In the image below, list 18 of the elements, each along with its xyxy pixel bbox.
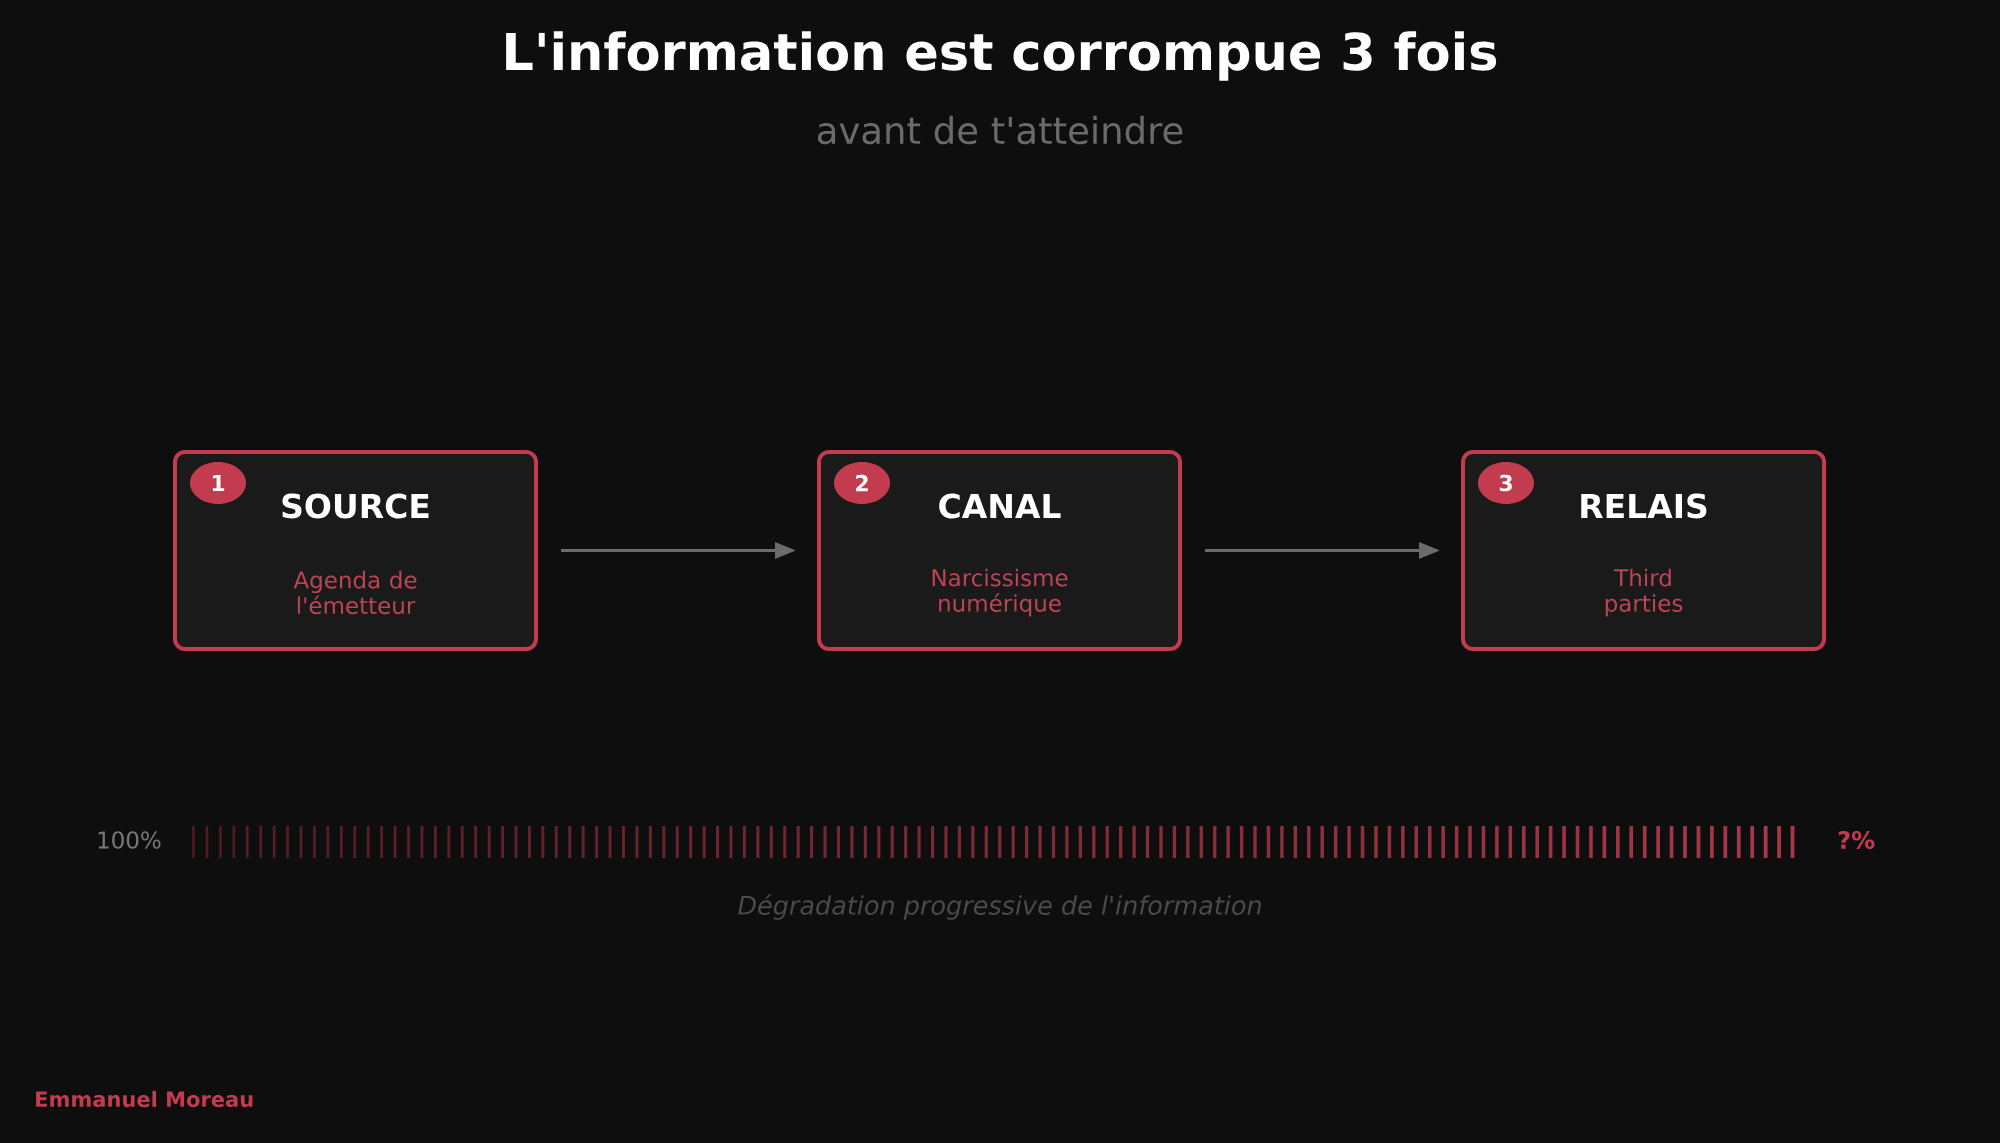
number-badge: 3: [1478, 462, 1534, 504]
number-badge: 1: [190, 462, 246, 504]
process-box: [817, 450, 1182, 651]
process-box: [1461, 450, 1826, 651]
box-title: SOURCE: [282, 493, 429, 519]
box-description: Agenda de l'émetteur: [293, 570, 417, 615]
box-description: Third parties: [1605, 568, 1683, 617]
box-title: CANAL: [939, 493, 1061, 519]
box-title: RELAIS: [1581, 493, 1707, 519]
subtitle: avant de t'atteindre: [818, 115, 1183, 145]
bar-caption: Dégradation progressive de l'information: [738, 894, 1261, 920]
title: L'information est corrompue 3 fois: [506, 31, 1497, 81]
percent-label: ?%: [1838, 830, 1875, 850]
percent-label: 100%: [98, 831, 161, 849]
process-box: [173, 450, 538, 651]
number-badge: 2: [834, 462, 890, 504]
box-description: Narcissisme numérique: [932, 568, 1068, 617]
author-credit: Emmanuel Moreau: [36, 1090, 253, 1108]
